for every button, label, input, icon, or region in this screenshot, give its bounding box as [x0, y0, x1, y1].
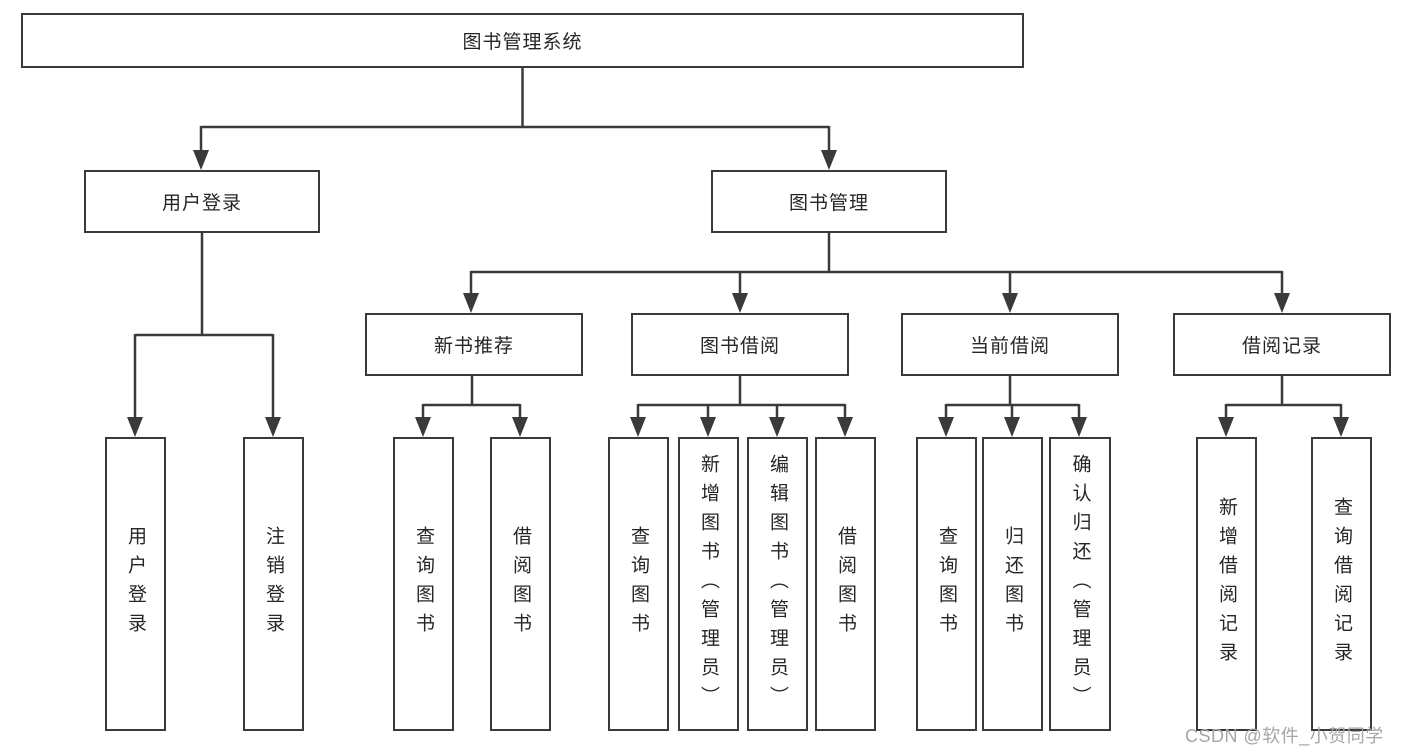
leaf-confirm-return-admin: 确认归还（管理员）	[1049, 437, 1111, 731]
leaf-add-book-admin-label: 新增图书（管理员）	[698, 453, 719, 715]
leaf-edit-book-admin-label: 编辑图书（管理员）	[767, 453, 788, 715]
node-new-book-recommend: 新书推荐	[365, 313, 583, 376]
leaf-query-books-recommend: 查询图书	[393, 437, 454, 731]
node-borrowing-records: 借阅记录	[1173, 313, 1391, 376]
leaf-query-borrow-record: 查询借阅记录	[1311, 437, 1372, 731]
leaf-borrow-books-recommend-label: 借阅图书	[510, 526, 531, 642]
leaf-confirm-return-admin-label: 确认归还（管理员）	[1069, 453, 1091, 715]
leaf-borrow-books: 借阅图书	[815, 437, 876, 731]
leaf-borrow-books-recommend: 借阅图书	[490, 437, 551, 731]
leaf-borrow-books-label: 借阅图书	[835, 526, 856, 642]
leaf-logout: 注销登录	[243, 437, 304, 731]
leaf-user-login-label: 用户登录	[125, 526, 146, 642]
node-book-management-system: 图书管理系统	[21, 13, 1024, 68]
leaf-add-book-admin: 新增图书（管理员）	[678, 437, 739, 731]
leaf-query-borrow-record-label: 查询借阅记录	[1331, 497, 1352, 671]
leaf-add-borrow-record: 新增借阅记录	[1196, 437, 1257, 731]
leaf-query-books-borrowing-label: 查询图书	[628, 526, 649, 642]
leaf-return-book-label: 归还图书	[1002, 526, 1023, 642]
leaf-query-books-current: 查询图书	[916, 437, 977, 731]
leaf-query-books-current-label: 查询图书	[936, 526, 957, 642]
leaf-add-borrow-record-label: 新增借阅记录	[1216, 497, 1237, 671]
leaf-logout-label: 注销登录	[263, 526, 284, 642]
csdn-watermark: CSDN @软件_小贺同学	[1185, 726, 1384, 746]
node-user-login: 用户登录	[84, 170, 320, 233]
leaf-return-book: 归还图书	[982, 437, 1043, 731]
leaf-query-books-borrowing: 查询图书	[608, 437, 669, 731]
node-book-management: 图书管理	[711, 170, 947, 233]
leaf-user-login: 用户登录	[105, 437, 166, 731]
leaf-query-books-recommend-label: 查询图书	[413, 526, 434, 642]
node-book-borrowing: 图书借阅	[631, 313, 849, 376]
node-current-borrowing: 当前借阅	[901, 313, 1119, 376]
leaf-edit-book-admin: 编辑图书（管理员）	[747, 437, 808, 731]
